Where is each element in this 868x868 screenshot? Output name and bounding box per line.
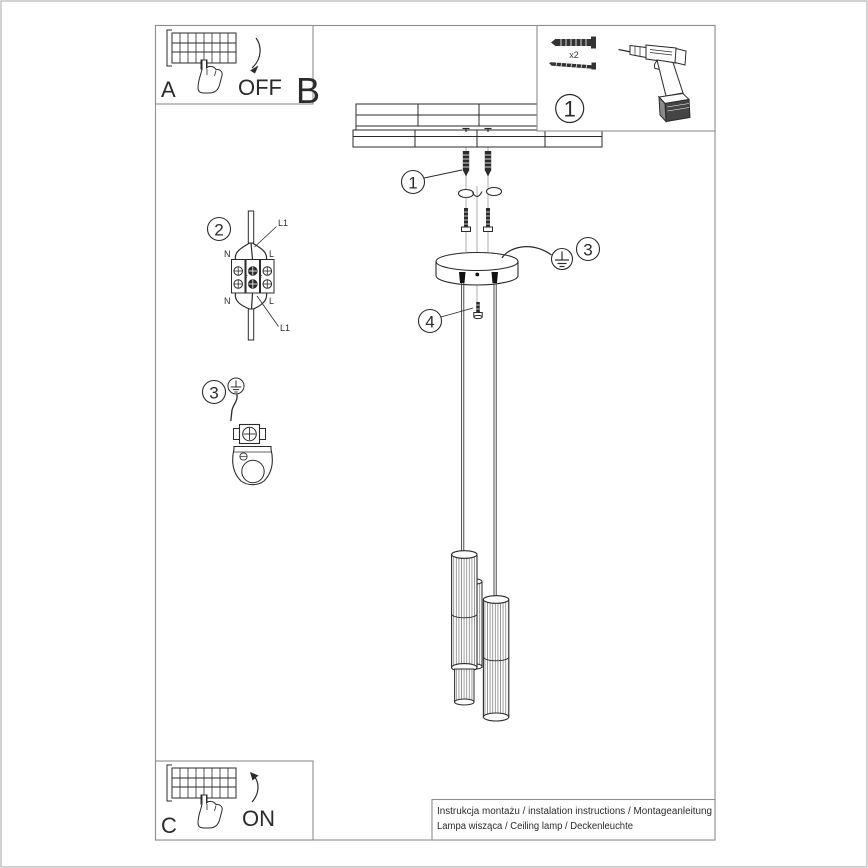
wall-plug-icon	[551, 36, 596, 49]
l1-leader-bottom	[256, 295, 279, 327]
wiring-diagram: 2	[206, 210, 290, 341]
section-b-letter: B	[296, 70, 320, 111]
on-label: ON	[242, 806, 275, 831]
canopy	[435, 251, 519, 286]
ground-terminal	[233, 423, 266, 445]
pendant-shades	[451, 550, 510, 722]
wall-plug-anchors	[462, 151, 492, 177]
supply-cable-top	[247, 210, 255, 244]
label-l-top: L	[269, 249, 274, 259]
panel-c-box: ON C	[154, 760, 314, 841]
wire-fan-bottom	[234, 293, 268, 310]
anchor-quantity: x2	[569, 50, 579, 60]
callout-2-number: 2	[214, 221, 223, 240]
callout-step-3-right: 3	[575, 236, 601, 262]
box-c-letter: C	[161, 813, 177, 838]
ceiling-screw-tips	[462, 127, 492, 132]
earth-marks	[244, 275, 262, 278]
label-n-top: N	[224, 249, 231, 259]
shade-right	[482, 595, 510, 722]
label-l1-bottom: L1	[280, 323, 290, 333]
parts-callout-number: 1	[564, 97, 576, 122]
callout-step-4: 4	[417, 307, 474, 334]
wire-fan-top	[234, 242, 268, 260]
title-block: Instrukcja montażu / instalation instruc…	[431, 798, 716, 841]
callout-step-1: 1	[400, 169, 463, 195]
bracket-detail	[232, 445, 273, 486]
earth-symbol-left	[227, 377, 245, 395]
label-l-bottom: L	[269, 296, 274, 306]
panel-a-box: OFF A	[154, 24, 314, 105]
earth-symbol-right	[550, 247, 574, 271]
label-n-bottom: N	[224, 296, 231, 306]
callout-4-number: 4	[425, 313, 434, 332]
parts-box: x2 1	[536, 24, 716, 132]
supply-cable-bottom	[247, 308, 255, 341]
label-l1-top: L1	[278, 218, 288, 228]
suspension-cords	[461, 283, 497, 600]
canopy-screws	[461, 208, 493, 232]
callout-3-left-number: 3	[209, 384, 218, 403]
callout-1-number: 1	[408, 174, 417, 193]
arrow-up-icon	[250, 772, 259, 803]
caption-line-2: Lampa wisząca / Ceiling lamp / Deckenleu…	[437, 821, 633, 832]
screw-icon	[549, 61, 596, 70]
caption-line-1: Instrukcja montażu / instalation instruc…	[437, 806, 712, 817]
l1-leader-top	[254, 226, 277, 248]
cord-lock-screw	[473, 302, 483, 320]
callout-3-right-number: 3	[583, 241, 592, 260]
box-a-letter: A	[161, 77, 176, 102]
off-label: OFF	[238, 75, 282, 100]
drill-icon	[618, 44, 691, 123]
terminal-block	[231, 259, 275, 294]
shade-front-left	[451, 550, 478, 706]
ground-wire	[501, 246, 552, 259]
arrow-down-icon	[250, 37, 261, 74]
ground-detail: 3	[201, 377, 273, 486]
parts-callout-circle	[555, 93, 585, 124]
mounting-bracket	[457, 186, 503, 199]
ground-lead-wire	[230, 394, 238, 422]
ceiling-mounting-assembly: 1 3 4	[352, 103, 603, 722]
